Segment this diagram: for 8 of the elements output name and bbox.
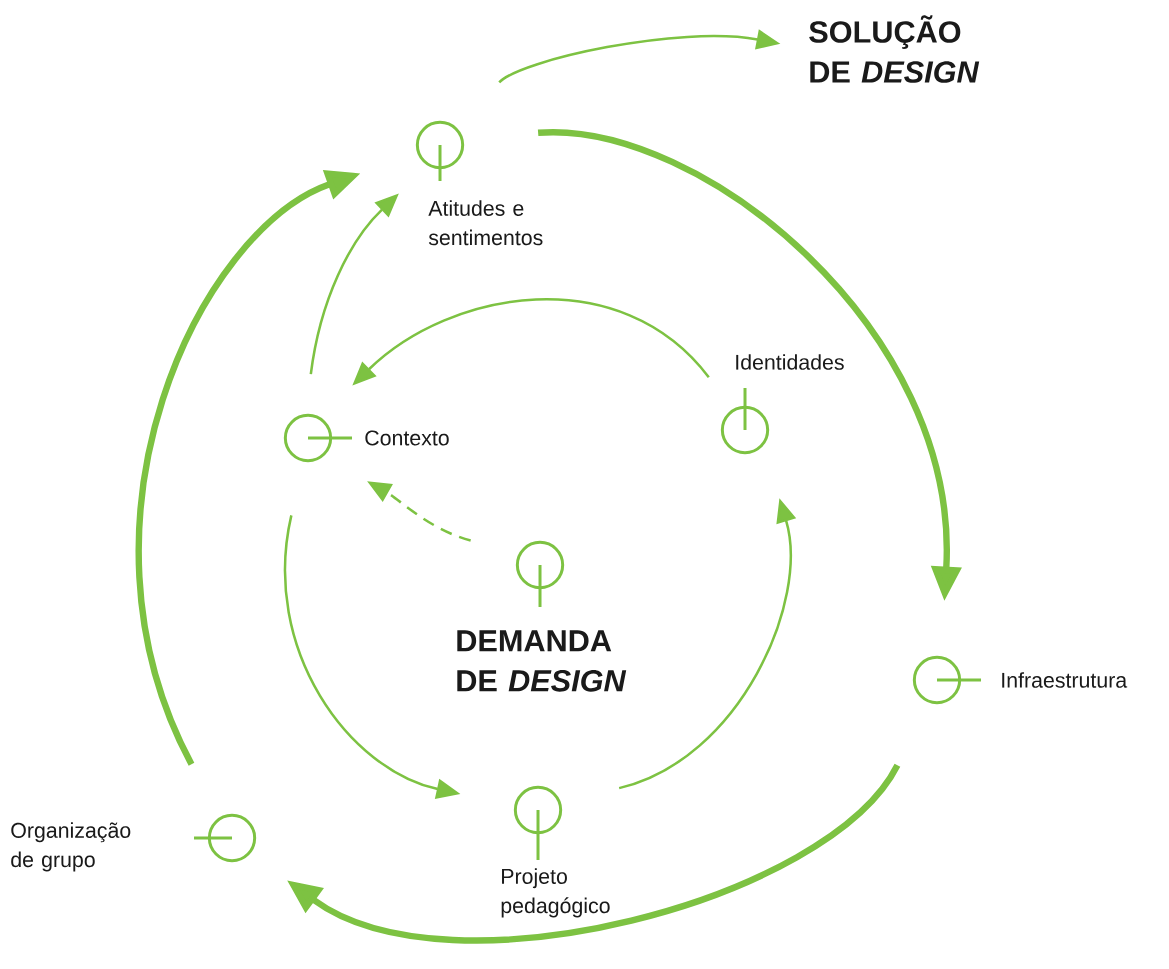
node-label: Atitudes e sentimentos: [428, 200, 543, 246]
node-label: Infraestrutura: [1002, 672, 1128, 688]
heading: DEMANDA DE DESIGN: [457, 630, 627, 692]
node-label: Identidades: [736, 354, 844, 370]
heading: SOLUÇÃO DE DESIGN: [809, 15, 980, 83]
node-label: Organização de grupo: [11, 822, 131, 872]
node-label: Contexto: [365, 430, 449, 446]
node-label: Projeto pedagógico: [501, 868, 610, 918]
